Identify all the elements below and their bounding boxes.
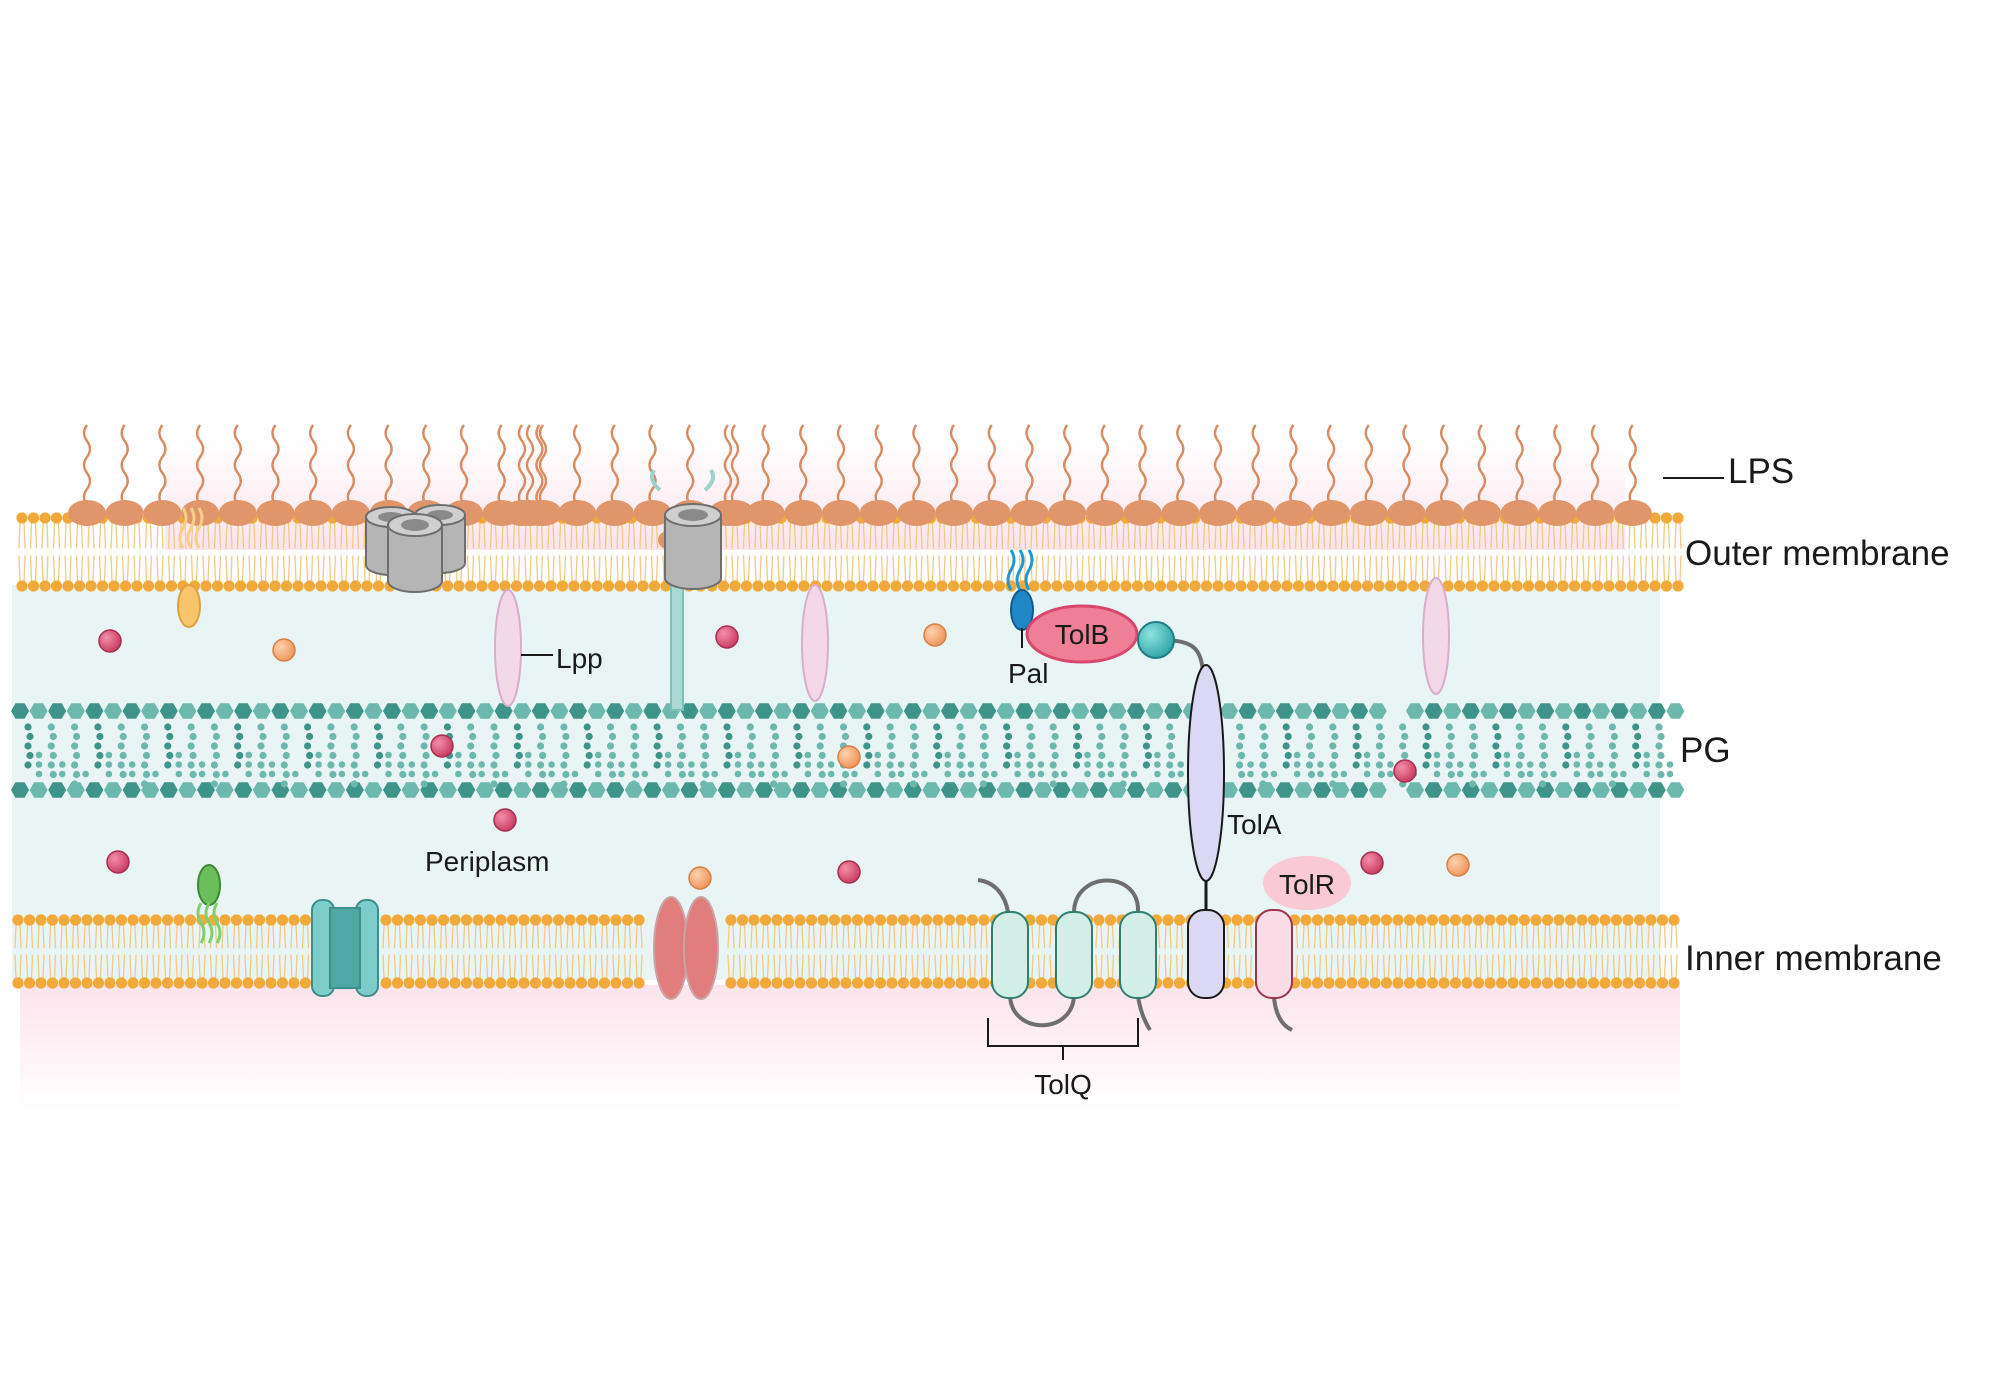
tola-domain-iii [1137, 621, 1175, 659]
tola-label: TolA [1227, 809, 1282, 840]
im-protein-red [653, 896, 719, 1000]
particle-orange [923, 623, 947, 647]
lpp-protein [801, 584, 829, 702]
lpp-protein [494, 589, 522, 707]
periplasm-label: Periplasm [425, 846, 549, 877]
particle-red [837, 860, 861, 884]
particle-red [430, 734, 454, 758]
particle-red [1360, 851, 1384, 875]
tola-tm-anchor [1187, 909, 1225, 999]
lps-label: LPS [1728, 452, 1794, 491]
im-channel-teal [311, 899, 379, 997]
lipoprotein-yellow [177, 507, 204, 628]
particle-red [98, 629, 122, 653]
particle-red [106, 850, 130, 874]
tolr-tail [1272, 997, 1293, 1032]
tolb-label: TolB [1055, 619, 1109, 650]
tola-protein [1187, 664, 1225, 882]
particle-red [493, 808, 517, 832]
tolb-protein [1025, 604, 1139, 664]
cytoplasm-glow [20, 985, 1680, 1110]
inner-membrane-label: Inner membrane [1685, 939, 1942, 978]
tolq-protein [977, 878, 1157, 1032]
pal-protein [1006, 549, 1034, 648]
pg-label: PG [1680, 731, 1731, 770]
im-lipoprotein-green [196, 864, 222, 944]
particle-orange [1446, 853, 1470, 877]
tolq-label: TolQ [1034, 1069, 1092, 1100]
tolr-label: TolR [1279, 869, 1335, 900]
tolr-tm-domain [1255, 909, 1293, 999]
porin-trimer [365, 504, 466, 593]
particle-orange [272, 638, 296, 662]
particle-red [715, 625, 739, 649]
lpp-label: Lpp [556, 643, 603, 674]
pal-label: Pal [1008, 658, 1048, 689]
tolr-periplasmic-domain [1263, 856, 1351, 910]
outer-membrane-label: Outer membrane [1685, 534, 1950, 573]
tolq-bracket [987, 1018, 1139, 1060]
particle-red [1393, 759, 1417, 783]
lpp-protein [1422, 577, 1450, 695]
particle-orange [688, 866, 712, 890]
om-channel-with-tail [650, 468, 722, 711]
particle-orange [837, 745, 861, 769]
